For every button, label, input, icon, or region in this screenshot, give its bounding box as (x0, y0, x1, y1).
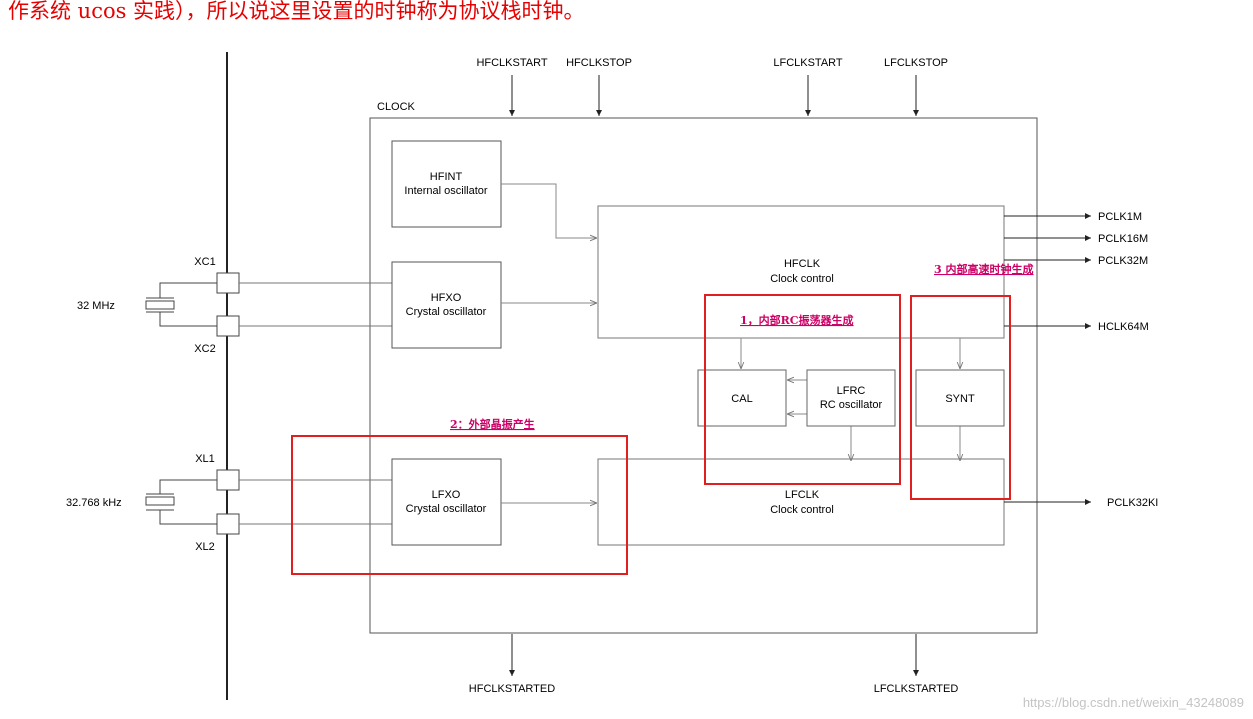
lfclk-name: LFCLK (785, 489, 820, 501)
cal-block (697, 369, 787, 427)
output-pclk32ki: PCLK32KI (1107, 497, 1158, 509)
hfxo-block (391, 261, 502, 349)
hfclk-name: HFCLK (784, 258, 821, 270)
cal-label: CAL (731, 393, 752, 405)
pin-wires (239, 282, 392, 525)
crystal-32mhz-symbol (145, 282, 217, 327)
crystal-32khz-symbol (145, 479, 217, 525)
hfint-desc: Internal oscillator (404, 185, 487, 197)
hfint-name: HFINT (430, 171, 463, 183)
lfrc-desc: RC oscillator (820, 399, 883, 411)
output-pclk16m: PCLK16M (1098, 233, 1148, 245)
highlight-boxes (291, 294, 1011, 575)
output-pclk1m: PCLK1M (1098, 211, 1142, 223)
signal-lfclkstop: LFCLKSTOP (884, 57, 948, 69)
signal-hfclkstart: HFCLKSTART (476, 57, 547, 69)
internal-wires (501, 183, 960, 503)
pin-label-xc2: XC2 (194, 343, 215, 355)
lfxo-name: LFXO (432, 489, 461, 501)
note-crystal: 2：外部晶振产生 (450, 417, 535, 431)
pin-label-xl1: XL1 (195, 453, 215, 465)
lfxo-block (391, 458, 502, 546)
pin-xc1 (216, 272, 240, 294)
pin-xl2 (216, 513, 240, 535)
output-pclk32m: PCLK32M (1098, 255, 1148, 267)
hfclk-desc: Clock control (770, 273, 834, 285)
signal-lfclkstart: LFCLKSTART (773, 57, 843, 69)
crystal-label-32khz: 32.768 kHz (66, 497, 122, 509)
highlight-synt (910, 295, 1011, 500)
pins: XC1 XC2 XL1 XL2 32 MHz 32.768 kHz (66, 256, 240, 553)
signal-lfclkstarted: LFCLKSTARTED (874, 683, 959, 695)
hfclk-block (597, 205, 1005, 339)
highlight-rc-oscillator (704, 294, 901, 485)
pin-xl1 (216, 469, 240, 491)
pin-label-xc1: XC1 (194, 256, 215, 268)
synt-label: SYNT (945, 393, 975, 405)
header-text: 作系统 ucos 实践），所以说这里设置的时钟称为协议栈时钟。 (8, 0, 585, 23)
bottom-signals: HFCLKSTARTED LFCLKSTARTED (469, 634, 959, 695)
note-rc-oscillator: 1，内部RC振荡器生成 (740, 313, 854, 327)
lfclk-block (597, 458, 1005, 546)
top-signals: HFCLKSTART HFCLKSTOP LFCLKSTART LFCLKSTO… (476, 57, 948, 116)
highlight-crystal (291, 435, 628, 575)
lfrc-block (806, 369, 896, 427)
hfxo-desc: Crystal oscillator (406, 306, 487, 318)
output-hclk64m: HCLK64M (1098, 321, 1149, 333)
crystal-label-32mhz: 32 MHz (77, 300, 115, 312)
hfint-block (391, 140, 502, 228)
signal-hfclkstop: HFCLKSTOP (566, 57, 632, 69)
clock-box (369, 117, 1038, 634)
outputs: PCLK1M PCLK16M PCLK32M HCLK64M PCLK32KI (1004, 211, 1158, 509)
pin-label-xl2: XL2 (195, 541, 215, 553)
clock-label: CLOCK (377, 101, 416, 113)
lfclk-desc: Clock control (770, 504, 834, 516)
watermark: https://blog.csdn.net/weixin_43248089 (1023, 695, 1244, 710)
signal-hfclkstarted: HFCLKSTARTED (469, 683, 555, 695)
pin-xc2 (216, 315, 240, 337)
hfxo-name: HFXO (431, 292, 462, 304)
lfrc-name: LFRC (837, 385, 866, 397)
note-synt: 3 内部高速时钟生成 (934, 262, 1033, 276)
synt-block (915, 369, 1005, 427)
lfxo-desc: Crystal oscillator (406, 503, 487, 515)
